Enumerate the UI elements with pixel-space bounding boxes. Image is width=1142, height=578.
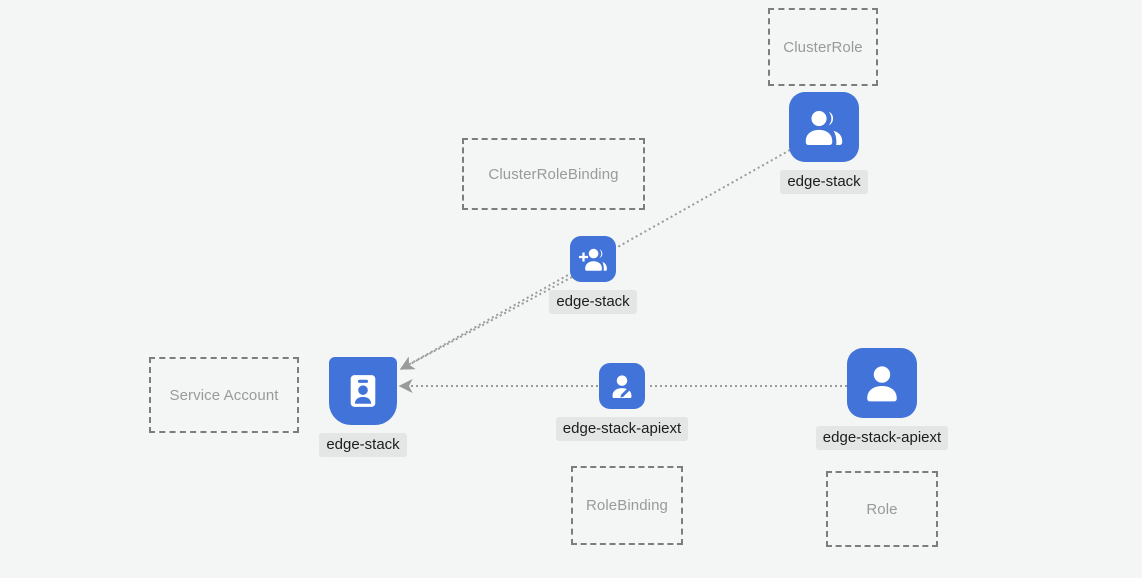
node-label-serviceaccount: edge-stack [319, 433, 407, 458]
id-badge-icon[interactable] [329, 357, 397, 425]
node-clusterrole[interactable]: edge-stack [780, 92, 868, 195]
node-serviceaccount[interactable]: edge-stack [319, 357, 407, 458]
group-label-clusterrolebinding: ClusterRoleBinding [488, 165, 619, 183]
people-group-icon[interactable] [789, 92, 859, 162]
node-clusterrolebinding[interactable]: edge-stack [549, 236, 637, 315]
person-icon[interactable] [847, 348, 917, 418]
node-label-rolebinding: edge-stack-apiext [555, 417, 689, 442]
group-label-role: Role [866, 500, 898, 518]
group-box-role: Role [826, 471, 938, 547]
node-role[interactable]: edge-stack-apiext [815, 348, 949, 451]
person-edit-icon[interactable] [599, 363, 645, 409]
node-label-clusterrolebinding: edge-stack [549, 290, 637, 315]
group-box-serviceaccount: Service Account [149, 357, 299, 433]
group-label-serviceaccount: Service Account [169, 386, 279, 404]
node-label-role: edge-stack-apiext [815, 426, 949, 451]
person-add-group-icon[interactable] [570, 236, 616, 282]
group-box-rolebinding: RoleBinding [571, 466, 683, 545]
node-label-clusterrole: edge-stack [780, 170, 868, 195]
group-label-rolebinding: RoleBinding [586, 497, 668, 514]
node-rolebinding[interactable]: edge-stack-apiext [555, 363, 689, 442]
group-label-clusterrole: ClusterRole [783, 38, 863, 56]
group-box-clusterrole: ClusterRole [768, 8, 878, 86]
edge-clusterrolebinding-to-serviceaccount [399, 276, 573, 370]
group-box-clusterrolebinding: ClusterRoleBinding [462, 138, 645, 210]
